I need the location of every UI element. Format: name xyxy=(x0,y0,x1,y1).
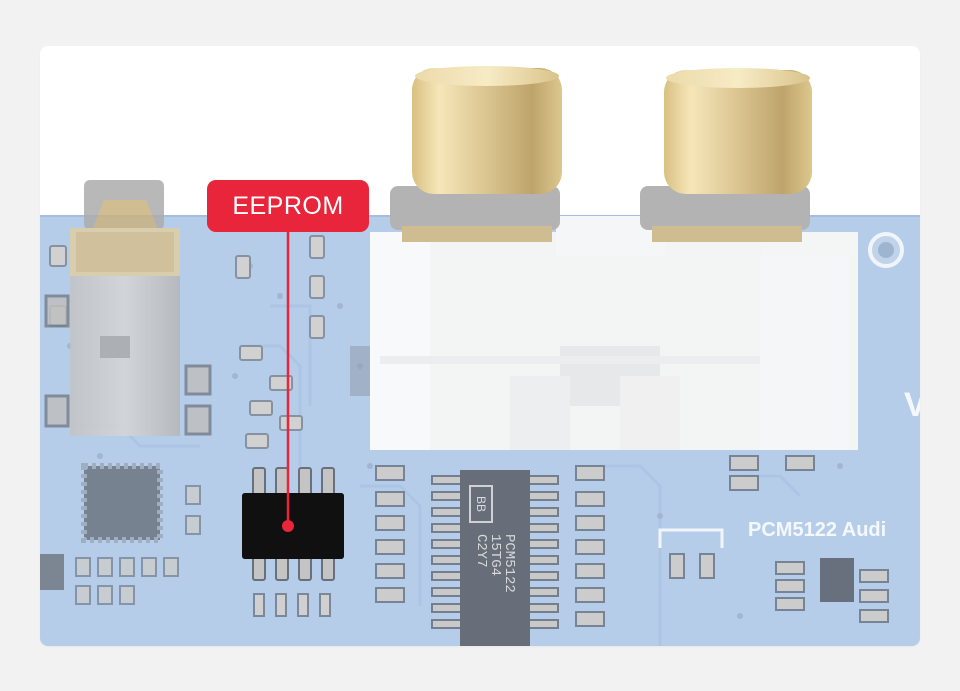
product-photo-card: BB PCM5122 15TG4 C2Y7 PCM5122 Audi V xyxy=(40,46,920,646)
eeprom-callout-label: EEPROM xyxy=(207,180,369,232)
headphone-jack xyxy=(44,180,212,436)
board-edge-text: V xyxy=(904,386,920,424)
callout-dot-icon xyxy=(282,520,294,532)
pcb-photo: BB PCM5122 15TG4 C2Y7 PCM5122 Audi V xyxy=(40,46,920,646)
chip-marking-3: C2Y7 xyxy=(473,534,489,568)
eeprom-label-text: EEPROM xyxy=(232,191,344,220)
rca-jack-left xyxy=(390,66,562,242)
qfn-chip xyxy=(40,463,201,605)
pcm5122-chip: BB PCM5122 15TG4 C2Y7 xyxy=(431,470,559,646)
rca-jack-right xyxy=(640,68,812,242)
chip-marking-2: 15TG4 xyxy=(487,534,503,576)
chip-logo: BB xyxy=(474,496,488,512)
board-product-label: PCM5122 Audi xyxy=(748,519,886,541)
pin-header xyxy=(350,216,858,450)
chip-marking-1: PCM5122 xyxy=(501,534,517,593)
